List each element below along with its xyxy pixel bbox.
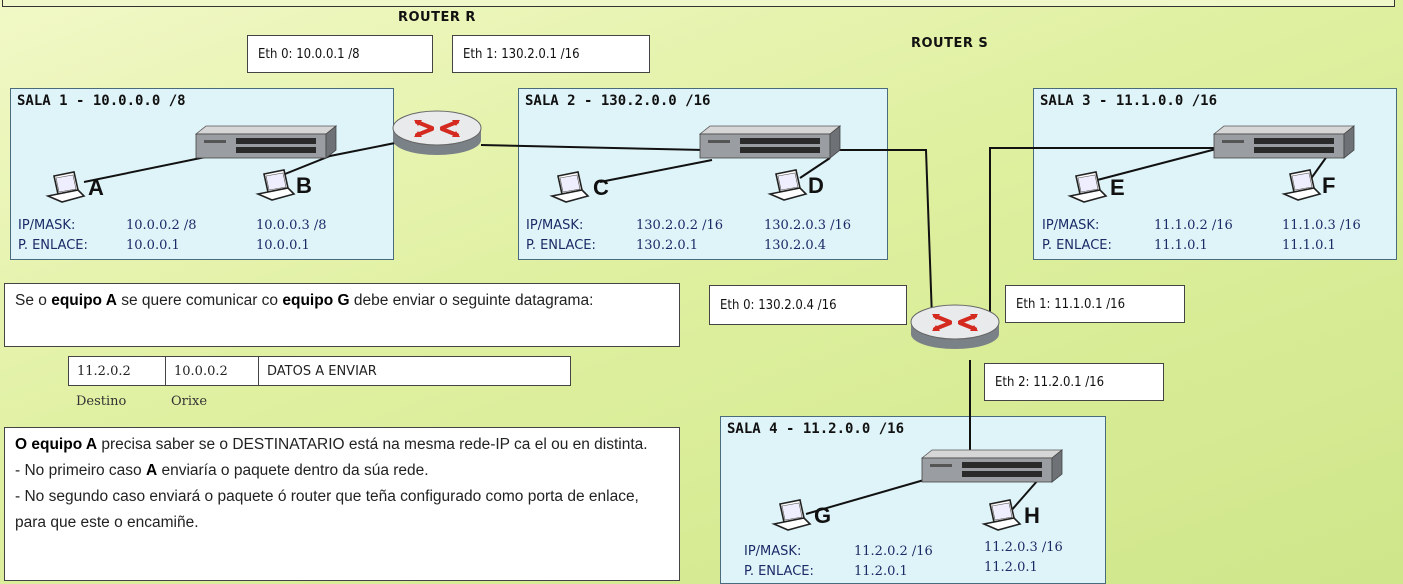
top-border-strip — [0, 0, 1403, 8]
laptop-a-icon — [47, 171, 85, 203]
host-gateway: 11.1.0.1 — [1154, 238, 1208, 253]
host-letter: G — [814, 503, 832, 528]
cables — [83, 141, 1331, 515]
switch-sala-3 — [1213, 125, 1355, 159]
router-r-eth1-label: Eth 1: 130.2.0.1 /16 — [452, 35, 650, 73]
router-s-icon — [909, 303, 1001, 351]
room-sala-2: SALA 2 - 130.2.0.0 /16 — [518, 88, 888, 260]
host-ip: 11.2.0.3 /16 — [984, 540, 1063, 555]
host-gateway: 10.0.0.1 — [126, 238, 180, 253]
equipo-a-bold: equipo A — [51, 292, 117, 309]
router-s-eth1-label: Eth 1: 11.1.0.1 /16 — [1005, 285, 1185, 323]
host-gateway: 10.0.0.1 — [256, 238, 310, 253]
datagram-table: 11.2.0.2 10.0.0.2 DATOS A ENVIAR — [68, 356, 571, 386]
cable-router-r-switch2 — [480, 144, 705, 151]
host-letter: H — [1024, 503, 1040, 528]
host-gateway: 130.2.0.4 — [764, 238, 827, 253]
room-title: SALA 3 - 11.1.0.0 /16 — [1040, 93, 1218, 109]
gateway-label: P. ENLACE: — [18, 238, 88, 253]
explanation-para: O equipo A precisa saber se o DESTINATAR… — [15, 436, 648, 453]
host-ip: 130.2.0.2 /16 — [636, 218, 724, 233]
router-r-icon — [391, 109, 483, 157]
laptop-e-icon — [1069, 171, 1107, 203]
router-s-eth0-label: Eth 0: 130.2.0.4 /16 — [709, 285, 907, 325]
ip-mask-label: IP/MASK: — [1042, 218, 1100, 233]
host-letter: E — [1110, 175, 1125, 200]
switch-sala-2 — [699, 125, 841, 159]
ip-mask-label: IP/MASK: — [744, 544, 802, 559]
explanation-line: - No primeiro caso A enviaría o paquete … — [15, 462, 429, 479]
router-s-title: ROUTER S — [911, 36, 989, 51]
switch-sala-1 — [195, 125, 337, 159]
ip-mask-label: IP/MASK: — [526, 218, 584, 233]
router-s-eth2-label: Eth 2: 11.2.0.1 /16 — [984, 363, 1164, 401]
equipo-g-bold: equipo G — [282, 292, 350, 309]
laptop-g-icon — [773, 499, 811, 531]
host-ip: 10.0.0.2 /8 — [126, 218, 197, 233]
room-title: SALA 4 - 11.2.0.0 /16 — [727, 421, 905, 437]
gateway-label: P. ENLACE: — [1042, 238, 1112, 253]
host-ip: 11.1.0.2 /16 — [1154, 218, 1233, 233]
host-letter: F — [1322, 173, 1336, 198]
ip-mask-label: IP/MASK: — [18, 218, 76, 233]
explanation-line: - No segundo caso enviará o paquete ó ro… — [15, 488, 639, 531]
datagram-destination: 11.2.0.2 — [69, 357, 166, 385]
host-letter: B — [296, 173, 312, 198]
host-gateway: 11.2.0.1 — [854, 564, 908, 579]
room-sala-4: SALA 4 - 11.2.0.0 /16 — [720, 416, 1106, 584]
host-letter: C — [593, 175, 609, 200]
datagram-destination-caption: Destino — [76, 394, 127, 409]
host-letter: A — [88, 175, 104, 200]
host-gateway: 11.2.0.1 — [984, 560, 1038, 575]
datagram-payload: DATOS A ENVIAR — [267, 363, 377, 379]
host-gateway: 130.2.0.1 — [636, 238, 699, 253]
laptop-h-icon — [983, 499, 1021, 531]
host-ip: 130.2.0.3 /16 — [764, 218, 852, 233]
host-gateway: 11.1.0.1 — [1282, 238, 1336, 253]
gateway-label: P. ENLACE: — [526, 238, 596, 253]
info-box-communication: Se o equipo A se quere comunicar co equi… — [4, 283, 680, 347]
cable-router-s-switch3 — [989, 147, 1218, 318]
gateway-label: P. ENLACE: — [744, 564, 814, 579]
datagram-origin: 10.0.0.2 — [166, 357, 259, 385]
room-sala-1: SALA 1 - 10.0.0.0 /8 — [10, 88, 394, 260]
host-ip: 11.1.0.3 /16 — [1282, 218, 1361, 233]
router-r-title: ROUTER R — [398, 10, 476, 25]
room-title: SALA 1 - 10.0.0.0 /8 — [17, 93, 186, 109]
host-letter: D — [808, 173, 824, 198]
host-ip: 11.2.0.2 /16 — [854, 544, 933, 559]
laptop-b-icon — [257, 169, 295, 201]
room-title: SALA 2 - 130.2.0.0 /16 — [525, 93, 711, 109]
switch-sala-4 — [921, 449, 1063, 483]
laptop-d-icon — [769, 169, 807, 201]
router-r-eth0-label: Eth 0: 10.0.0.1 /8 — [247, 35, 433, 73]
cable-switch2-router-s — [838, 149, 933, 319]
info-box-explanation: O equipo A precisa saber se o DESTINATAR… — [4, 427, 680, 581]
datagram-origin-caption: Orixe — [171, 394, 208, 409]
host-ip: 10.0.0.3 /8 — [256, 218, 327, 233]
cable-b-router-r — [274, 141, 401, 179]
laptop-c-icon — [551, 171, 589, 203]
